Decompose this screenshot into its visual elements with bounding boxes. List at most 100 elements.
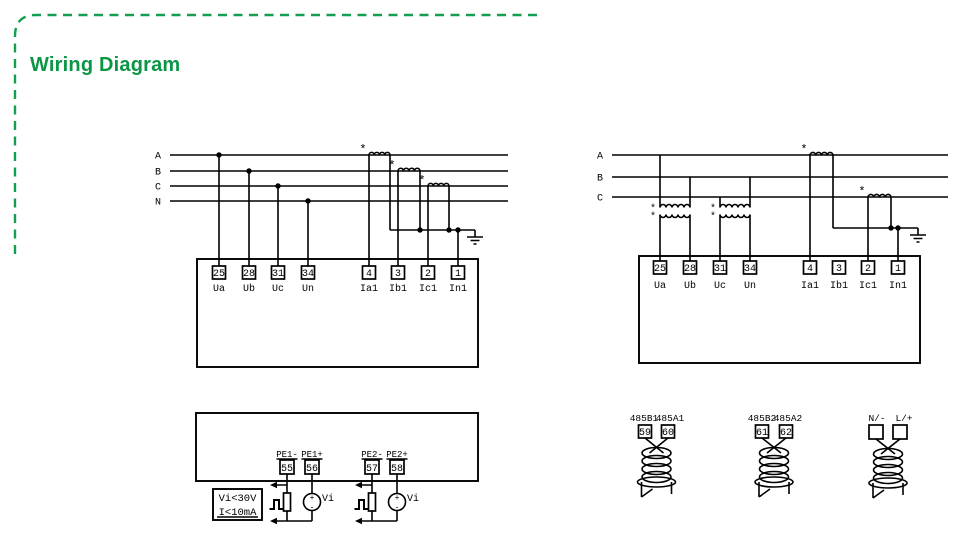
terminal-num: 31 (714, 264, 726, 275)
terminal-num: 61 (756, 428, 768, 439)
polarity-mark: * (359, 143, 366, 157)
pulse-box (195, 412, 479, 482)
ct-phase-c-left: * (418, 174, 450, 266)
terminal-58: 58 (389, 459, 405, 475)
terminal-num: 2 (425, 269, 431, 280)
terminal-num: 4 (366, 269, 372, 280)
phase-label-b: B (597, 174, 603, 185)
page-title: Wiring Diagram (30, 54, 181, 76)
minus-sign: - (310, 504, 315, 513)
port-label-a: 485A1 (656, 413, 685, 424)
voltage-tap-wires-left (216, 152, 311, 266)
phase-lines-right: A B C (597, 152, 948, 205)
ct-phase-c-right: * (858, 185, 892, 261)
terminal-label: In1 (449, 284, 467, 295)
terminal-label: Ic1 (419, 284, 437, 295)
twisted-pair-cable (868, 438, 908, 499)
terminal-num: 56 (306, 464, 318, 475)
pulse-wiring (357, 474, 398, 522)
terminal-label: Ib1 (389, 283, 407, 295)
terminal-num: 28 (684, 264, 696, 275)
pt-cb: * * (710, 177, 751, 261)
external-arrow (270, 481, 277, 489)
polarity-mark: * (710, 211, 716, 223)
pe-pos-label: PE1+ (301, 450, 323, 460)
terminal-1: 1 In1 (449, 265, 467, 295)
terminal-59: 59 (637, 424, 653, 439)
rs485-port-1: 485B1 485A1 59 60 (630, 413, 685, 498)
terminal-25: 25 Ua (211, 265, 227, 295)
terminal-label: Ub (684, 280, 696, 292)
source-label: Vi (322, 493, 334, 505)
twisted-pair-cable (754, 437, 794, 498)
terminal-label: Un (744, 281, 756, 292)
terminal-31: 31 Uc (712, 260, 728, 292)
resistor (367, 492, 377, 512)
terminal-25: 25 Ua (652, 260, 668, 292)
diagram-3p3w: A B C * * * * * (597, 143, 948, 364)
polarity-mark: * (800, 143, 807, 157)
polarity-mark: * (388, 159, 395, 173)
terminal-60: 60 (660, 424, 676, 439)
pulse-signal-icon (354, 499, 369, 510)
comm-section: 485B1 485A1 59 60 (630, 413, 913, 499)
terminal-28: 28 Ub (241, 265, 257, 295)
terminal-28: 28 Ub (682, 260, 698, 292)
pt-ab: * * (650, 155, 691, 261)
pe-neg-label: PE1- (276, 450, 298, 460)
terminal-num: 59 (639, 428, 651, 439)
pe-neg-label: PE2- (361, 450, 383, 460)
terminal-num: 58 (391, 464, 403, 475)
terminal-row-left: 25 Ua 28 Ub 31 Uc 34 Un (211, 265, 467, 295)
ct-phase-a-right: * (800, 143, 834, 261)
terminal-num: 60 (662, 428, 674, 439)
terminal-2: 2 Ic1 (859, 260, 877, 292)
terminal-num: 31 (272, 269, 284, 280)
polarity-mark: * (650, 203, 656, 215)
terminal-label: Ub (243, 283, 255, 295)
terminal-1: 1 In1 (889, 260, 907, 292)
ct-phase-b-left: * (388, 159, 421, 266)
terminal-55: 55 (279, 459, 295, 475)
terminal-label: Ib1 (830, 280, 848, 292)
terminal-label: Ia1 (801, 281, 819, 292)
port-label-l: L/+ (895, 413, 912, 424)
terminal-label: Ua (213, 284, 225, 295)
terminal-label: Uc (714, 281, 726, 292)
polarity-mark: * (650, 211, 656, 223)
phase-label-b: B (155, 168, 161, 179)
plus-sign: + (310, 494, 315, 503)
pe-pos-label: PE2+ (386, 450, 408, 460)
terminal-label: Ic1 (859, 281, 877, 292)
port-label-a: 485A2 (774, 413, 803, 424)
terminal-num: 57 (366, 464, 378, 475)
port-label-n: N/- (868, 413, 885, 424)
terminal-num: 3 (395, 269, 401, 280)
external-arrow (355, 481, 362, 489)
limit-line-1: Vi<30V (219, 493, 258, 505)
phase-label-a: A (155, 152, 161, 163)
ct-common-return-left (390, 227, 475, 266)
terminal-num: 62 (780, 428, 792, 439)
terminal-4: 4 Ia1 (801, 260, 819, 292)
terminal-num: 2 (865, 264, 871, 275)
terminal-3: 3 Ib1 (830, 260, 848, 292)
terminal-num: 25 (213, 269, 225, 280)
source-label: Vi (407, 493, 419, 505)
port-label-b: 485B1 (630, 413, 659, 424)
terminal-2: 2 Ic1 (419, 265, 437, 295)
terminal-num: 55 (281, 464, 293, 475)
meter-box-right (638, 255, 921, 364)
terminal-num: 1 (455, 269, 461, 280)
plus-sign: + (395, 494, 400, 503)
terminal-56: 56 (304, 459, 320, 475)
pulse-output-section: PE1- PE1+ 55 56 + - Vi (195, 412, 479, 525)
pulse-channel-2: PE2- PE2+ 57 58 + - Vi (354, 450, 419, 525)
polarity-mark: * (418, 174, 425, 188)
terminal-label: Uc (272, 284, 284, 295)
external-arrow (355, 517, 362, 525)
terminal-31: 31 Uc (270, 265, 286, 295)
terminal-62: 62 (778, 424, 794, 439)
meter-box-left (196, 258, 479, 368)
